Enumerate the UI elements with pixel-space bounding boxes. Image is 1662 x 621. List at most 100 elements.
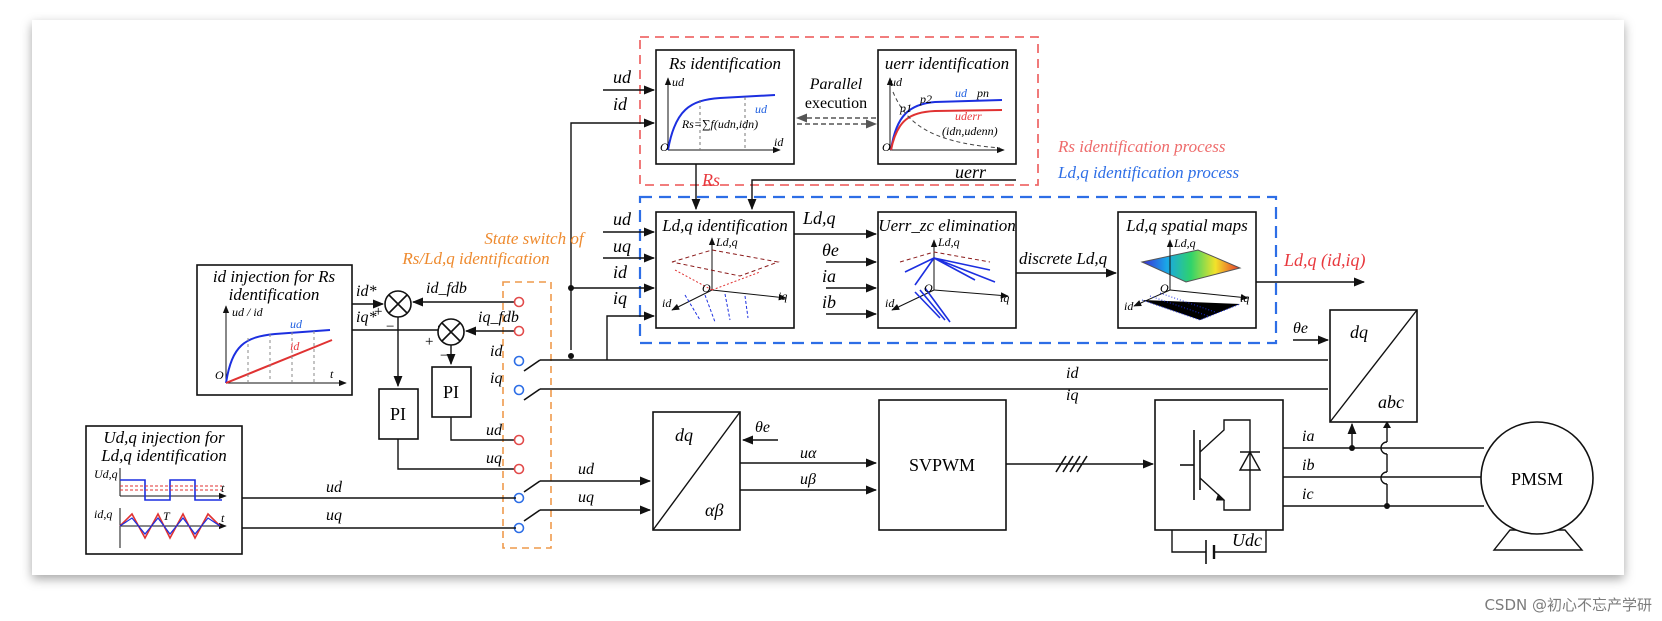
parallel-label: Parallel xyxy=(809,76,863,93)
svg-text:dq: dq xyxy=(675,425,693,445)
ldq-spatial-maps-block: Ld,q spatial maps Ld,q id iq O xyxy=(1117,211,1257,329)
svg-text:ud / id: ud / id xyxy=(232,305,264,319)
svg-text:iq: iq xyxy=(778,289,787,303)
uerrzc-input-theta: θe xyxy=(822,240,839,260)
ualpha-label: uα xyxy=(800,445,817,462)
rs-input-id: id xyxy=(613,94,628,114)
svg-text:Ld,q spatial maps: Ld,q spatial maps xyxy=(1125,216,1248,235)
rs-identification-block: Rs identification Rs=∑f(udn,idn) ud ud i… xyxy=(655,49,795,165)
svg-text:O: O xyxy=(1160,281,1169,295)
svg-text:pn: pn xyxy=(976,86,989,100)
ia-label: ia xyxy=(1302,428,1314,445)
to-transform-uq: uq xyxy=(578,489,594,506)
svg-text:id injection for Rs: id injection for Rs xyxy=(213,267,336,286)
svg-text:(idn,udenn): (idn,udenn) xyxy=(942,124,998,138)
svg-text:ud: ud xyxy=(672,75,685,89)
svg-text:uderr: uderr xyxy=(955,109,982,123)
svg-text:p2: p2 xyxy=(919,92,932,106)
svg-text:ud: ud xyxy=(290,317,303,331)
summing-junction-q xyxy=(437,318,465,346)
uerrzc-input-ia: ia xyxy=(822,266,836,286)
svg-text:ud: ud xyxy=(890,75,903,89)
feedback-id: id xyxy=(1066,365,1079,382)
svg-text:id: id xyxy=(290,339,300,353)
svg-text:Ld,q: Ld,q xyxy=(715,235,738,249)
svg-text:abc: abc xyxy=(1378,392,1404,412)
feedback-iq: iq xyxy=(1066,387,1078,404)
pi-controller-q: PI xyxy=(431,366,472,418)
svg-text:id: id xyxy=(774,135,784,149)
svg-text:Rs identification: Rs identification xyxy=(668,54,781,73)
udc-label: Udc xyxy=(1232,530,1262,550)
svg-text:SVPWM: SVPWM xyxy=(909,455,975,475)
ldq-identification-block: Ld,q identification Ld,q id iq O xyxy=(655,211,795,329)
rs-input-ud: ud xyxy=(613,67,632,87)
svg-text:id: id xyxy=(1124,299,1134,313)
iq-star-label: iq* xyxy=(356,309,376,326)
switch-label-iq: iq xyxy=(490,370,502,387)
svg-text:Ld,q identification: Ld,q identification xyxy=(100,446,227,465)
dq-alphabeta-transform: dq αβ xyxy=(652,411,741,531)
svg-text:Ud,q: Ud,q xyxy=(94,467,118,481)
abc-theta: θe xyxy=(1293,320,1308,337)
to-transform-ud: ud xyxy=(578,461,595,478)
svg-text:Ld,q: Ld,q xyxy=(1173,236,1196,250)
svg-text:p1: p1 xyxy=(899,101,912,115)
minus-q: − xyxy=(440,348,448,364)
svg-text:ud: ud xyxy=(955,86,968,100)
state-switch-caption-2: Rs/Ld,q identification xyxy=(401,249,549,268)
dq-abc-transform: dq abc xyxy=(1329,309,1418,423)
uerr-identification-block: uerr identification ud p1 p2 pn ud uderr… xyxy=(877,49,1017,165)
switch-label-id: id xyxy=(490,343,503,360)
svg-text:id: id xyxy=(885,296,895,310)
uerr-output-label: uerr xyxy=(955,162,987,182)
ldq-input-id: id xyxy=(613,262,628,282)
svg-text:Rs=∑f(udn,idn): Rs=∑f(udn,idn) xyxy=(681,117,758,131)
svg-text:t: t xyxy=(221,481,225,495)
pi-out-uq: uq xyxy=(486,450,502,467)
svg-text:Ld,q: Ld,q xyxy=(937,235,960,249)
pmsm-motor: PMSM xyxy=(1480,421,1594,551)
minus-d: − xyxy=(386,319,394,335)
svg-text:dq: dq xyxy=(1350,322,1368,342)
plus-q: + xyxy=(425,334,433,350)
inj-ud: ud xyxy=(326,479,343,496)
svg-text:iq: iq xyxy=(1240,291,1249,305)
svg-text:Uerr_zc elimination: Uerr_zc elimination xyxy=(878,216,1015,235)
svg-text:PI: PI xyxy=(390,404,406,424)
svg-text:Ud,q injection for: Ud,q injection for xyxy=(103,428,225,447)
iq-fdb-label: iq_fdb xyxy=(478,309,519,326)
pi-controller-d: PI xyxy=(378,388,419,440)
ldq-output-label: Ld,q (id,iq) xyxy=(1283,250,1366,271)
svg-text:identification: identification xyxy=(229,285,320,304)
state-switch-caption-1: State switch of xyxy=(484,229,585,248)
uerrzc-elimination-block: Uerr_zc elimination Ld,q id iq O xyxy=(877,211,1017,329)
uerrzc-input-ib: ib xyxy=(822,292,836,312)
ldq-input-iq: iq xyxy=(613,288,627,308)
svg-text:id,q: id,q xyxy=(94,507,112,521)
svg-text:αβ: αβ xyxy=(705,500,723,520)
ldq-input-uq: uq xyxy=(613,236,631,256)
rs-process-legend: Rs identification process xyxy=(1057,137,1226,156)
svg-text:uerr identification: uerr identification xyxy=(885,54,1009,73)
svpwm-block: SVPWM xyxy=(878,399,1007,531)
id-fdb-label: id_fdb xyxy=(426,280,467,297)
state-switch-terminals xyxy=(513,296,525,534)
ldq-input-ud: ud xyxy=(613,209,632,229)
ldq-process-legend: Ld,q identification process xyxy=(1057,163,1240,182)
svg-text:O: O xyxy=(702,281,711,295)
svg-text:iq: iq xyxy=(1000,291,1009,305)
state-switch-frame xyxy=(502,281,552,549)
ib-label: ib xyxy=(1302,457,1314,474)
svg-text:O: O xyxy=(882,140,891,154)
svg-text:PI: PI xyxy=(443,382,459,402)
transform-theta: θe xyxy=(755,419,770,436)
svg-text:t: t xyxy=(330,367,334,381)
id-star-label: id* xyxy=(356,283,376,300)
rs-output-label: Rs xyxy=(701,170,720,190)
svg-text:PMSM: PMSM xyxy=(1511,469,1563,489)
svg-text:T: T xyxy=(163,509,171,523)
ldq-process-frame xyxy=(638,195,1278,345)
execution-label: execution xyxy=(805,95,867,112)
